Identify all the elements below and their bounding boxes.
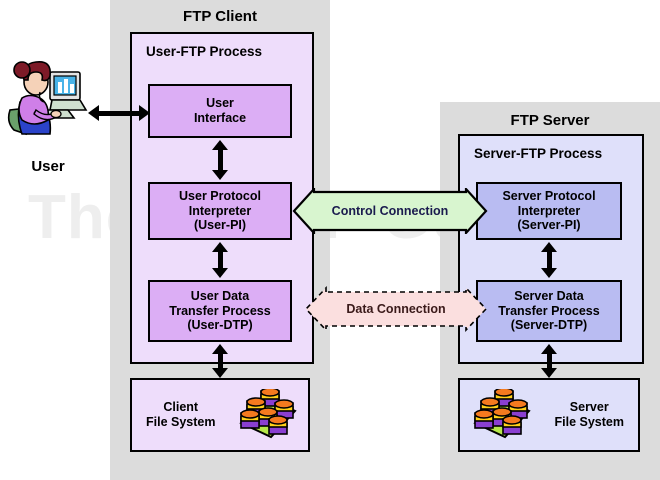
control-connection-arrow[interactable]: Control Connection bbox=[292, 188, 488, 234]
client-file-system-box[interactable]: Client File System bbox=[130, 378, 310, 452]
control-connection-label: Control Connection bbox=[331, 204, 449, 218]
ftp-server-title: FTP Server bbox=[510, 112, 590, 129]
disk-stack-icon bbox=[239, 389, 298, 439]
user-at-computer-icon bbox=[7, 60, 88, 136]
client-file-system-label: Client File System bbox=[146, 400, 216, 429]
user-interface-box[interactable]: User Interface bbox=[148, 84, 292, 138]
disk-stack-icon bbox=[472, 389, 531, 439]
server-protocol-interpreter-box[interactable]: Server Protocol Interpreter (Server-PI) bbox=[476, 182, 622, 240]
data-connection-arrow[interactable]: Data Connection bbox=[304, 286, 488, 332]
data-connection-label: Data Connection bbox=[346, 302, 446, 316]
server-ftp-process-title: Server-FTP Process bbox=[474, 146, 603, 161]
user-interface-label: User Interface bbox=[193, 96, 247, 125]
ui-to-upi-arrow bbox=[202, 140, 238, 180]
user-protocol-interpreter-label: User Protocol Interpreter (User-PI) bbox=[179, 188, 261, 233]
spi-to-sdtp-arrow bbox=[531, 242, 567, 278]
server-data-transfer-process-box[interactable]: Server Data Transfer Process (Server-DTP… bbox=[476, 280, 622, 342]
sdtp-to-server-fs-arrow bbox=[531, 344, 567, 378]
user-label: User bbox=[31, 158, 65, 175]
server-file-system-label: Server File System bbox=[554, 400, 624, 429]
user-data-transfer-process-label: User Data Transfer Process (User-DTP) bbox=[169, 288, 271, 333]
user-protocol-interpreter-box[interactable]: User Protocol Interpreter (User-PI) bbox=[148, 182, 292, 240]
user-ftp-process-title: User-FTP Process bbox=[146, 44, 263, 59]
server-file-system-box[interactable]: Server File System bbox=[458, 378, 640, 452]
upi-to-udtp-arrow bbox=[202, 242, 238, 278]
udtp-to-client-fs-arrow bbox=[202, 344, 238, 378]
server-data-transfer-process-label: Server Data Transfer Process (Server-DTP… bbox=[498, 288, 600, 333]
user-to-interface-arrow bbox=[88, 103, 150, 123]
server-protocol-interpreter-label: Server Protocol Interpreter (Server-PI) bbox=[502, 188, 596, 233]
ftp-client-title: FTP Client bbox=[183, 8, 257, 25]
user-data-transfer-process-box[interactable]: User Data Transfer Process (User-DTP) bbox=[148, 280, 292, 342]
